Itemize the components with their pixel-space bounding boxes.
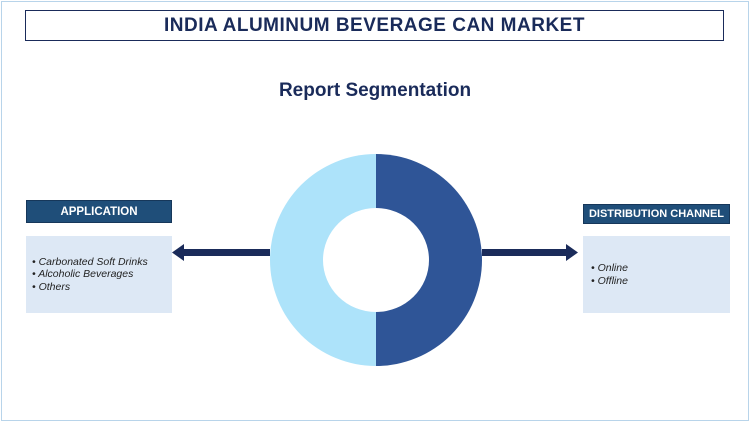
donut-hole [323, 208, 429, 312]
application-header: APPLICATION [26, 200, 172, 223]
list-item: • Others [32, 280, 71, 293]
right-arrow [482, 244, 578, 261]
list-item: • Alcoholic Beverages [32, 268, 134, 281]
page-title: INDIA ALUMINUM BEVERAGE CAN MARKET [25, 10, 724, 41]
list-item: • Offline [591, 274, 628, 287]
distribution-channel-header: DISTRIBUTION CHANNEL [583, 204, 730, 224]
distribution-channel-list: • Online • Offline [583, 236, 730, 313]
section-subtitle: Report Segmentation [278, 80, 472, 101]
list-item: • Online [591, 262, 628, 274]
left-arrow [172, 244, 270, 261]
application-list: • Carbonated Soft Drinks • Alcoholic Bev… [26, 236, 172, 313]
list-item: • Carbonated Soft Drinks [32, 255, 148, 268]
